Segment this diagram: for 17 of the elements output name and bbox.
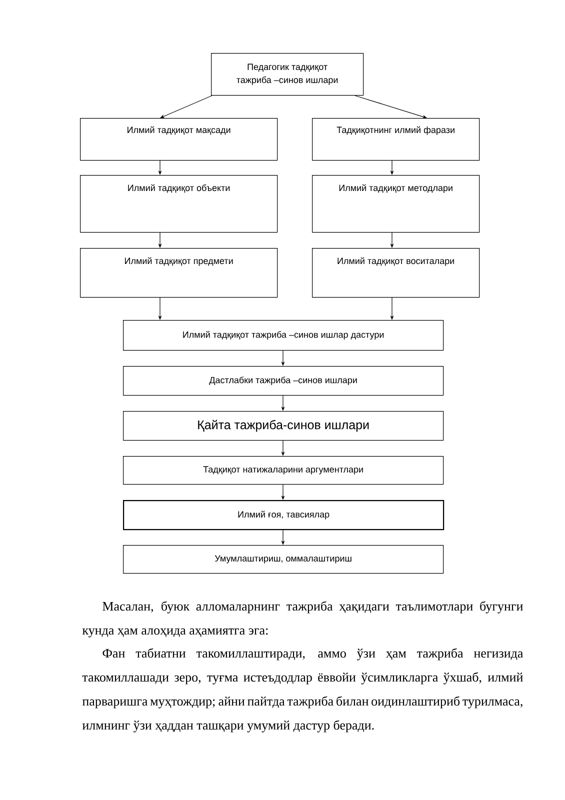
process-box: Илмий ғоя, тавсиялар: [123, 500, 444, 530]
process-box: Илмий тадқиқот воситалари: [312, 248, 480, 298]
process-box: Илмий тадқиқот предмети: [80, 248, 278, 298]
process-box: Дастлабки тажриба –синов ишлари: [123, 366, 444, 396]
paragraph: Фан табиатни такомиллаштиради, аммо ўзи ҳам тажриба негизида такомиллашади зеро, туғма истеъдодлар ёввойи ўсимликларга ўхшаб, илмий парваришга муҳтождир; айни пайтда тажриба билан оидинлаштириб турилмаса, илмнинг ўзи ҳаддан ташқари умумий дастур беради.: [82, 648, 524, 732]
process-box: Илмий тадқиқот мақсади: [80, 118, 278, 161]
process-box: Тадқиқотнинг илмий фарази: [312, 118, 480, 161]
process-box: Умумлаштириш, оммалаштириш: [123, 545, 444, 574]
arrow: [354, 95, 427, 118]
process-box: Қайта тажриба-синов ишлари: [123, 411, 444, 441]
process-box: Тадқиқот натижаларини аргументлари: [123, 456, 444, 485]
process-box: Илмий тадқиқот методлари: [312, 175, 480, 233]
process-box: Илмий тадқиқот объекти: [80, 175, 278, 233]
process-box: Илмий тадқиқот тажриба –синов ишлар дастури: [123, 320, 444, 351]
arrow: [160, 95, 212, 118]
paragraph: Масалан, буюк алломаларнинг тажриба ҳақидаги таълимотлари бугунги кунда ҳам алоҳида аҳамиятга эга:: [82, 601, 523, 638]
process-box: Педагогик тадқиқот тажриба –синов ишлари: [211, 53, 364, 96]
